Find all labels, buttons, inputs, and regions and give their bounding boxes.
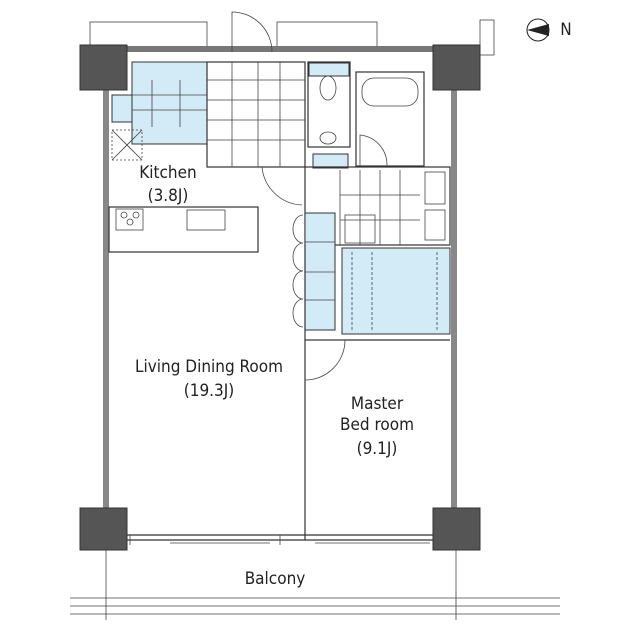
bedroom-label-line2: Bed room [340,415,414,435]
kitchen-label: Kitchen [139,163,196,183]
balcony-label: Balcony [245,569,306,589]
compass-label: N [560,20,571,40]
walk-in-closet [304,166,451,246]
entry-hall [206,61,306,168]
washer-space [312,153,349,169]
refrigerator-space [111,129,143,161]
bathtub-icon [361,77,419,107]
column-nw [79,44,128,91]
toilet-room [307,61,351,148]
bathroom [355,71,425,167]
living-size: (19.3J) [184,381,235,401]
bedroom-size: (9.1J) [357,439,398,459]
kitchen-sink-icon [186,209,226,231]
toilet-icon [319,75,337,101]
column-sw [79,507,128,551]
closet-shelves [292,212,336,331]
entry-door [231,11,273,53]
living-label: Living Dining Room [135,357,283,377]
column-ne [432,44,481,91]
kitchen-size: (3.8J) [148,186,189,206]
balcony-railing [70,550,560,620]
bedroom-label-line1: Master [351,394,404,414]
stove-icon [115,208,144,231]
kitchen-counter [108,206,259,253]
compass-icon [526,18,550,42]
sink-icon [319,131,337,145]
column-se [432,507,481,551]
bed [341,247,451,335]
shoe-storage [111,61,208,145]
